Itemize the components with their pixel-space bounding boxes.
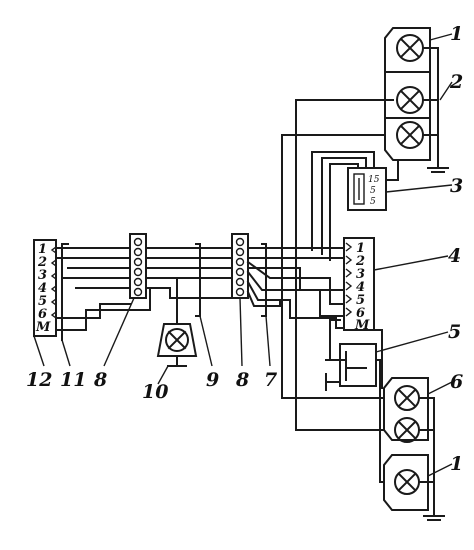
lamp-10 <box>156 323 198 367</box>
lamp-top-2b <box>396 121 424 149</box>
callout-4: 4 <box>448 245 461 267</box>
callout-8-right: 8 <box>235 369 249 391</box>
pin-left-3: 3 <box>38 268 47 283</box>
pin-left-2: 2 <box>37 255 47 270</box>
pin-right-5: 5 <box>356 293 365 308</box>
lamp-bottom-1 <box>394 469 420 495</box>
callout-8-left: 8 <box>93 369 107 391</box>
lamp-housing-top <box>384 27 431 161</box>
pin-left-m: M <box>35 320 51 335</box>
switch-5 <box>325 343 377 391</box>
lamp-housing-bottom <box>383 454 429 511</box>
pin-right-4: 4 <box>356 280 365 295</box>
pin-right-6: 6 <box>356 306 365 321</box>
pin-right-m: M <box>354 318 370 333</box>
bracket-9 <box>195 243 201 317</box>
pin-left-6: 6 <box>38 307 47 322</box>
connector-11 <box>61 243 69 341</box>
pin-left-1: 1 <box>38 242 47 257</box>
terminal-strip-8-left <box>129 233 147 299</box>
lamp-top-2a <box>396 86 424 114</box>
callout-11: 11 <box>60 369 86 391</box>
connector-12: 1 2 3 4 5 6 M <box>33 239 57 337</box>
callout-12: 12 <box>26 369 52 391</box>
terminal-strip-8-right <box>231 233 249 299</box>
relay-contact-15: 15 <box>368 175 380 185</box>
ground-symbol-bottom <box>418 397 445 521</box>
lamp-top-1 <box>396 34 424 62</box>
callout-5: 5 <box>448 321 461 343</box>
relay-3: 15 5 5 <box>347 167 387 211</box>
pin-right-3: 3 <box>356 267 365 282</box>
ground-symbol-top <box>422 47 449 173</box>
bracket-7 <box>261 243 267 317</box>
pin-right-2: 2 <box>355 254 365 269</box>
lamp-6b <box>394 417 420 443</box>
connector-12-pins: 1 2 3 4 5 6 M <box>35 242 51 335</box>
lamp-housing-6 <box>383 377 429 441</box>
callout-lines <box>33 297 271 385</box>
callout-9: 9 <box>206 369 219 391</box>
callout-1-bottom: 1 <box>450 453 463 475</box>
lamp-6a <box>394 385 420 411</box>
connector-4-pins: 1 2 3 4 5 6 M <box>354 241 370 333</box>
callout-6: 6 <box>450 371 463 393</box>
pin-left-4: 4 <box>38 281 47 296</box>
callout-labels: 1 2 3 4 5 6 1 12 11 8 10 9 8 7 <box>26 23 463 475</box>
pin-left-5: 5 <box>38 294 47 309</box>
callout-7: 7 <box>264 369 277 391</box>
connector-4: 1 2 3 4 5 6 M <box>343 237 375 333</box>
callout-1-top: 1 <box>450 23 463 45</box>
wires <box>55 99 399 483</box>
relay-contact-5b: 5 <box>370 197 376 207</box>
callout-3: 3 <box>450 175 463 197</box>
relay-contact-5a: 5 <box>370 186 376 196</box>
callout-10: 10 <box>142 381 168 403</box>
callout-2: 2 <box>449 71 463 93</box>
pin-right-1: 1 <box>356 241 365 256</box>
